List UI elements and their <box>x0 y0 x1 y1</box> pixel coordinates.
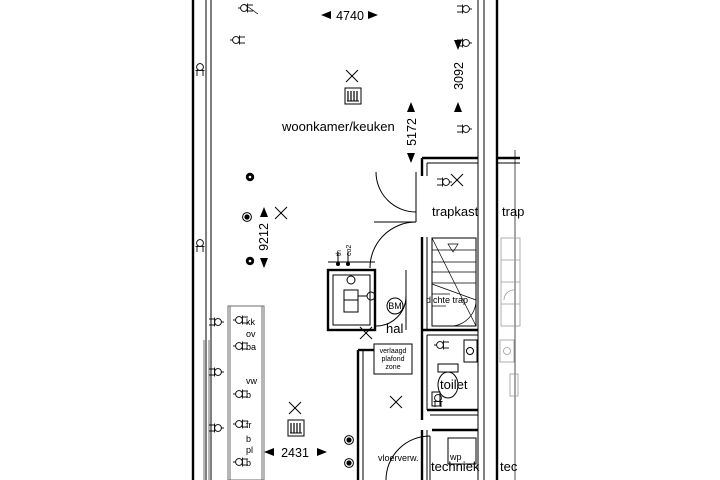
dimension-width-top: 4740 <box>336 9 364 23</box>
double-socket-icon <box>195 239 205 253</box>
dimension-top-line <box>321 11 378 19</box>
lowered-ceiling-line-3: zone <box>385 364 400 371</box>
room-label-technical: techniek <box>431 459 480 474</box>
smoke-detector-icon <box>344 435 354 445</box>
floor-heating-label: vloerverw. <box>378 453 419 463</box>
toilet-icon <box>431 363 459 407</box>
panel-code-ba: ba <box>246 342 256 352</box>
dimension-height-center: 5172 <box>405 118 419 146</box>
double-socket-icon <box>436 177 453 187</box>
wall-light-cross-icon <box>359 326 373 340</box>
door-swing-icon <box>369 171 431 480</box>
heat-pump-label: wp <box>449 452 462 462</box>
lowered-ceiling-line-1: verlaagd <box>380 348 407 355</box>
thermostat-label: th <box>336 250 343 256</box>
dimension-left-line <box>260 207 268 268</box>
double-socket-icon <box>433 340 450 350</box>
radiator-icon <box>287 419 305 437</box>
meter-cupboard-fixtures <box>343 275 376 313</box>
party-wall-right <box>477 0 516 480</box>
room-label-hall: hal <box>386 321 403 336</box>
double-socket-icon <box>433 394 443 408</box>
stair-icon <box>431 237 477 327</box>
meter-cupboard-box <box>326 261 377 332</box>
panel-code-b3: b <box>246 458 251 468</box>
wall-light-cross-icon <box>450 173 464 187</box>
thermostat-sensor-markers <box>336 252 350 266</box>
room-label-technical-neighbor: tec <box>500 459 518 474</box>
co2-sensor-label: co2 <box>346 245 353 256</box>
room-label-toilet: toilet <box>440 377 468 392</box>
ceiling-light-icon <box>245 256 255 266</box>
panel-code-ov: ov <box>246 329 256 339</box>
wall-panel-block <box>203 305 265 480</box>
hall-walls <box>356 328 478 480</box>
stair-neighbor-icon <box>500 237 521 327</box>
room-label-living: woonkamer/keuken <box>281 119 395 134</box>
lowered-ceiling-line-2: plafond <box>382 356 405 363</box>
dimension-height-left: 9212 <box>257 223 271 251</box>
double-socket-icon <box>456 4 473 14</box>
double-socket-icon <box>456 124 473 134</box>
dimension-right-line <box>454 40 462 112</box>
room-label-stair-closet-neighbor: trap <box>502 204 524 219</box>
lowered-ceiling-zone <box>373 343 413 375</box>
ceiling-light-icon <box>245 172 255 182</box>
closed-stair-label: dichte trap <box>426 295 468 305</box>
panel-code-fr: fr <box>246 420 252 430</box>
wall-light-cross-icon <box>389 395 403 409</box>
radiator-icon <box>344 87 362 105</box>
double-socket-icon <box>195 63 205 77</box>
wall-light-cross-icon <box>288 401 302 415</box>
smoke-detector-icon <box>344 458 354 468</box>
dimension-width-bottom: 2431 <box>281 446 309 460</box>
panel-code-vw: vw <box>246 376 258 386</box>
panel-code-pl: pl <box>246 445 253 455</box>
dimension-height-right: 3092 <box>452 62 466 90</box>
panel-code-b2: b <box>246 434 251 444</box>
dimension-center-line <box>407 102 415 163</box>
stair-closet-walls <box>420 156 520 330</box>
dimension-bottom-line <box>264 448 327 456</box>
panel-code-b1: b <box>246 390 251 400</box>
double-socket-icon <box>229 35 246 45</box>
smoke-detector-icon <box>242 212 252 222</box>
wall-light-cross-icon <box>274 206 288 220</box>
panel-code-kk: kk <box>246 317 256 327</box>
meter-cupboard-label: BM <box>388 301 402 311</box>
wall-light-cross-icon <box>345 69 359 83</box>
sink-icon <box>463 339 519 397</box>
room-label-stair-closet: trapkast <box>432 204 479 219</box>
left-exterior-wall <box>191 0 212 480</box>
